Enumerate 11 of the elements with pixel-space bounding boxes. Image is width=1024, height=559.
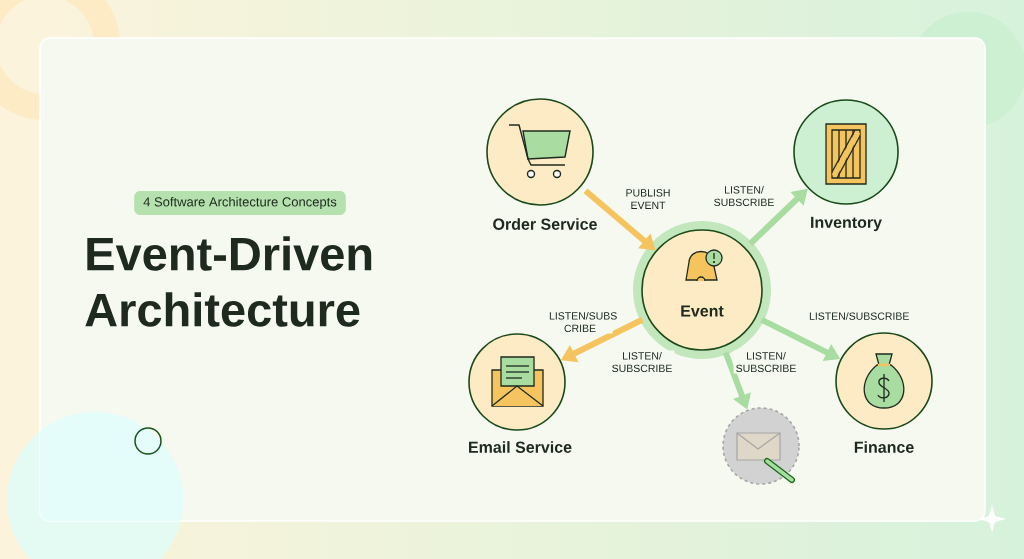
edge-label: LISTEN/SUBS CRIBE xyxy=(547,310,617,334)
edge-label: LISTEN/ SUBSCRIBE xyxy=(711,184,777,208)
node-label: Inventory xyxy=(811,216,882,232)
node-label: Order Service xyxy=(493,218,597,230)
annotation-text: LISTEN/ SUBSCRIBE xyxy=(609,350,675,374)
title: Event-Driven Architecture xyxy=(85,236,372,327)
node-label: Email Service xyxy=(469,441,572,453)
category-pill: 4 Software Architecture Concepts xyxy=(134,190,346,216)
edge-label: LISTEN/ SUBSCRIBE xyxy=(733,350,799,374)
edge-label: LISTEN/SUBSCRIBE xyxy=(807,310,909,322)
node-label: Finance xyxy=(854,441,914,453)
